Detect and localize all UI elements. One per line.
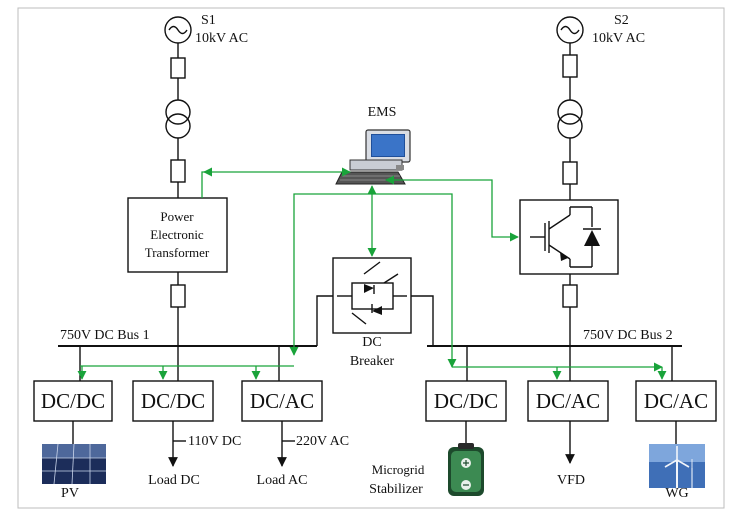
stabilizer-label-line2: Stabilizer [369,482,423,497]
pv-label: PV [61,486,79,501]
wind-generator-icon [649,444,705,488]
converter-stabilizer-label: DC/DC [434,389,498,413]
pet-label-line2: Electronic [150,227,204,242]
output-links [72,421,677,467]
s2-fuse-3-icon [562,284,578,308]
breaker-label-line1: DC [362,335,381,350]
s2-transformer-icon [557,99,583,125]
communication-links [77,167,667,380]
s1-voltage: 10kV AC [195,31,248,46]
ems-label: EMS [368,105,397,120]
s1-fuse-3-icon [170,284,186,308]
igbt-diode-icon [530,206,601,268]
power-electronic-transformer [127,197,228,273]
converter-vfd [527,380,609,422]
breaker-link-bus1 [316,295,333,346]
converter-load-ac [241,380,323,422]
converter-wg [635,380,717,422]
load-ac-label: Load AC [257,473,308,488]
wg-label: WG [665,486,688,501]
breaker-link-bus2 [411,295,434,346]
converter-load-dc-label: DC/DC [141,389,205,413]
stabilizer-label-line1: Microgrid [372,462,425,477]
converter-wg-label: DC/AC [644,389,708,413]
pet-label-line1: Power [160,209,194,224]
s2-fuse-icon [562,54,578,78]
battery-icon [448,443,484,496]
feeder-dc-label: 110V DC [188,434,241,449]
s1-fuse-2-icon [170,159,186,183]
load-dc-label: Load DC [148,473,200,488]
s1-name: S1 [201,13,216,28]
s2-name: S2 [614,13,629,28]
s2-voltage: 10kV AC [592,31,645,46]
ems-computer-icon [335,129,411,185]
s1-transformer-icon [165,99,191,125]
converter-load-ac-label: DC/AC [250,389,314,413]
pet-label-line3: Transformer [145,245,210,260]
converter-vfd-label: DC/AC [536,389,600,413]
breaker-label-line2: Breaker [350,354,395,369]
s2-fuse-2-icon [562,161,578,185]
vfd-label: VFD [557,473,585,488]
pv-panel-icon [42,443,106,485]
bus2-label: 750V DC Bus 2 [583,328,673,343]
s2-feeder [519,16,619,346]
dc-breaker [332,257,412,334]
s1-fuse-icon [170,57,186,79]
bus1-label: 750V DC Bus 1 [60,328,150,343]
feeder-ac-label: 220V AC [296,434,349,449]
s1-feeder [127,16,228,346]
diagram-frame [17,7,725,509]
converter-stabilizer [425,380,507,422]
converter-pv-label: DC/DC [41,389,105,413]
